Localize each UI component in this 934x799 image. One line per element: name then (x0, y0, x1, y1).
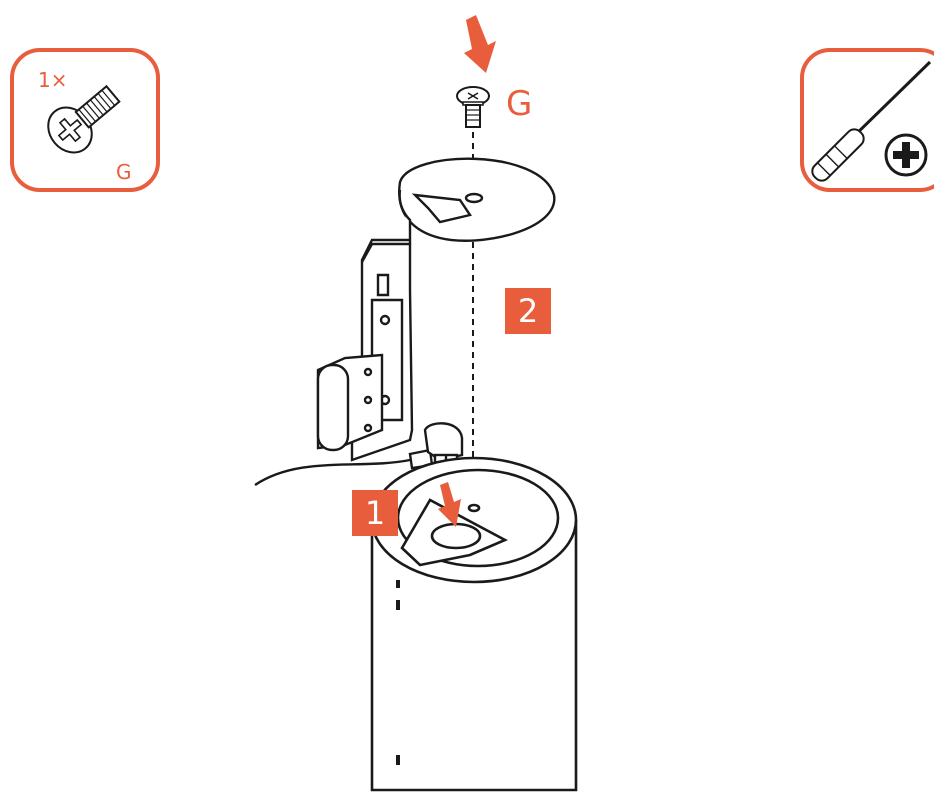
screw-g (456, 86, 490, 128)
parts-letter: G (116, 160, 132, 184)
base-cylinder (370, 456, 578, 792)
phillips-screwdriver-icon (811, 60, 932, 182)
step1-arrow-icon (438, 482, 461, 527)
step-1-badge: 1 (352, 490, 398, 536)
down-arrow-icon (464, 15, 496, 73)
screw-icon (47, 84, 121, 154)
bracket (316, 157, 556, 462)
step-2-badge: 2 (505, 288, 551, 334)
parts-quantity: 1× (38, 68, 68, 92)
screw-label: G (506, 84, 533, 124)
